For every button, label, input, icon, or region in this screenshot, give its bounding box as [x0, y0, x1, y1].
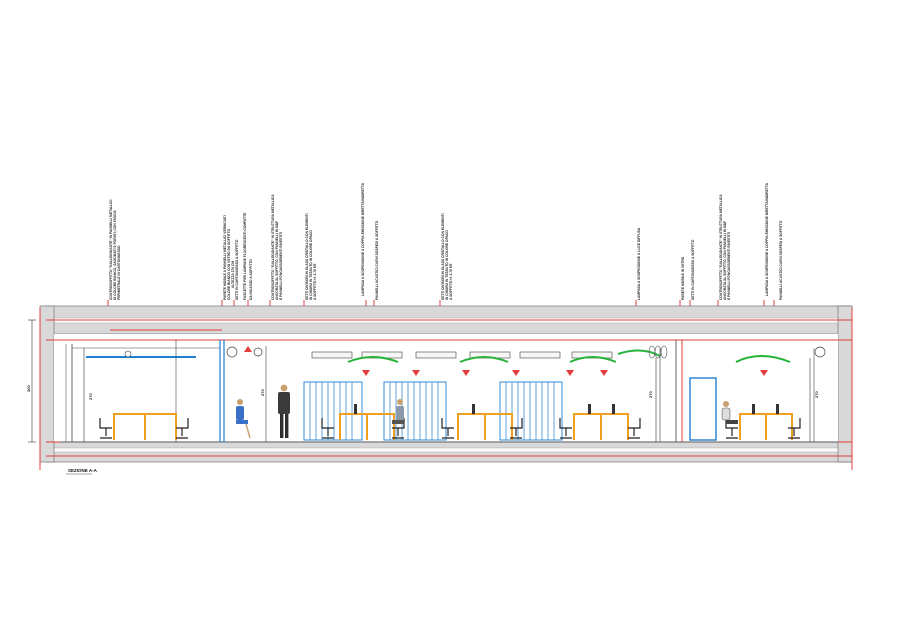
dimension-left-height: 300: [26, 385, 31, 392]
ceiling-elements: [72, 345, 826, 376]
dimension-right-inner-b: 270: [814, 391, 819, 398]
section-title: SEZIONE A-A: [68, 468, 98, 473]
annotation-8-l1: PANNELLI ACUSTICI CURVI SOSPESI A SOFFIT…: [375, 220, 379, 300]
annotation-13-l1: CONTROSOFFITTO "GALLEGGIANTE" IN STRUTTU…: [719, 194, 723, 300]
partitions: [65, 340, 815, 442]
annotation-13-l3: E PANNELLI FONOASSORBENTI RIVESTITI: [727, 232, 731, 300]
annotation-6-l2: IN CHIARO IN TESSUTO IN COLORE OPACO: [309, 230, 313, 300]
annotation-11-l1: PARETE MOBILE IN VETRO: [681, 256, 685, 300]
person-seated-blue: [236, 399, 251, 439]
annotation-6-l3: A SOFFITTO H. 2.70 MT: [313, 263, 317, 300]
annotation-12-l1: SETTI IN CARTONGESSO A SOFFITTO: [691, 239, 695, 300]
annotation-1-l3: PERIMETRALE IN CARTONGESSO: [117, 245, 121, 300]
annotation-4-l2: DA INCASSO A SOFFITTO: [249, 259, 253, 300]
annotation-9-l2: IN CHIARO IN TESSUTO IN COLORE OPACO: [445, 230, 449, 300]
annotation-14-l1: LAMPADA A SOSPENSIONE A COPPIA EMISSIONE…: [765, 182, 769, 296]
annotation-5-l3: E PANNELLI FONOASSORBENTI RIVESTITI: [279, 232, 283, 300]
glass-screen-slats: [309, 382, 555, 440]
annotation-1-l1: CONTROSOFFITTO "GALLEGGIANTE" IN PANNELL…: [109, 200, 113, 300]
annotation-7-l1: LAMPADA A SOSPENSIONE A COPPIA EMISSIONE…: [361, 182, 365, 296]
person-seated-center: [392, 399, 404, 424]
annotation-3-l1: SETTI IN CARTONGESSO A SOFFITTO: [235, 239, 239, 300]
person-standing: [278, 384, 290, 438]
annotation-9-l1: SETTI DIVISORI IN GLASS CRISTALLO CON EL…: [441, 213, 445, 300]
desk-monitors: [354, 404, 779, 414]
desks: [113, 413, 793, 440]
annotation-13-l2: ANCORATA AL SOFFITTO, CON PANNELLI IN MD…: [723, 221, 727, 300]
dimension-mid-inner: 270: [260, 389, 265, 396]
annotation-5-l1: CONTROSOFFITTO "GALLEGGIANTE" IN STRUTTU…: [271, 194, 275, 300]
dimension-right-inner-a: 270: [648, 391, 653, 398]
annotation-2-l3: ALTEZZA 270 CM: [231, 261, 235, 288]
annotation-15-l1: PANNELLI ACUSTICI CURVI SOSPESI A SOFFIT…: [779, 220, 783, 300]
person-seated-right: [721, 401, 738, 424]
annotation-2-l2: COLORE BIANCO CON VETRO DA SOFFITTO: [227, 228, 231, 300]
annotation-4-l1: FASCETTE PER LAMPADE FLUORESCENTI COMPAT…: [243, 212, 247, 300]
annotation-9-l3: A SOFFITTO H. 2.70 MT: [449, 263, 453, 300]
annotation-5-l2: ANCORATA AL SOFFITTO, CON PANNELLI IN MD…: [275, 221, 279, 300]
annotation-1-l2: DI COLORE BIANCO, SAGOMATI E FORATI, CON…: [113, 210, 117, 300]
annotation-10-l1: LAMPADA A SOSPENSIONE A LUCE DIFFUSA: [637, 227, 641, 300]
annotation-6-l1: SETTI DIVISORI IN GLASS CRISTALLO CON EL…: [305, 213, 309, 300]
annotation-2-l1: PARETE MOBILE A PANNELLI METALLICI VERNI…: [223, 215, 227, 300]
people: [236, 384, 738, 439]
dimension-left-inner: 270: [88, 393, 93, 400]
dimension-lines: [28, 319, 811, 443]
annotations: CONTROSOFFITTO "GALLEGGIANTE" IN PANNELL…: [109, 182, 783, 300]
